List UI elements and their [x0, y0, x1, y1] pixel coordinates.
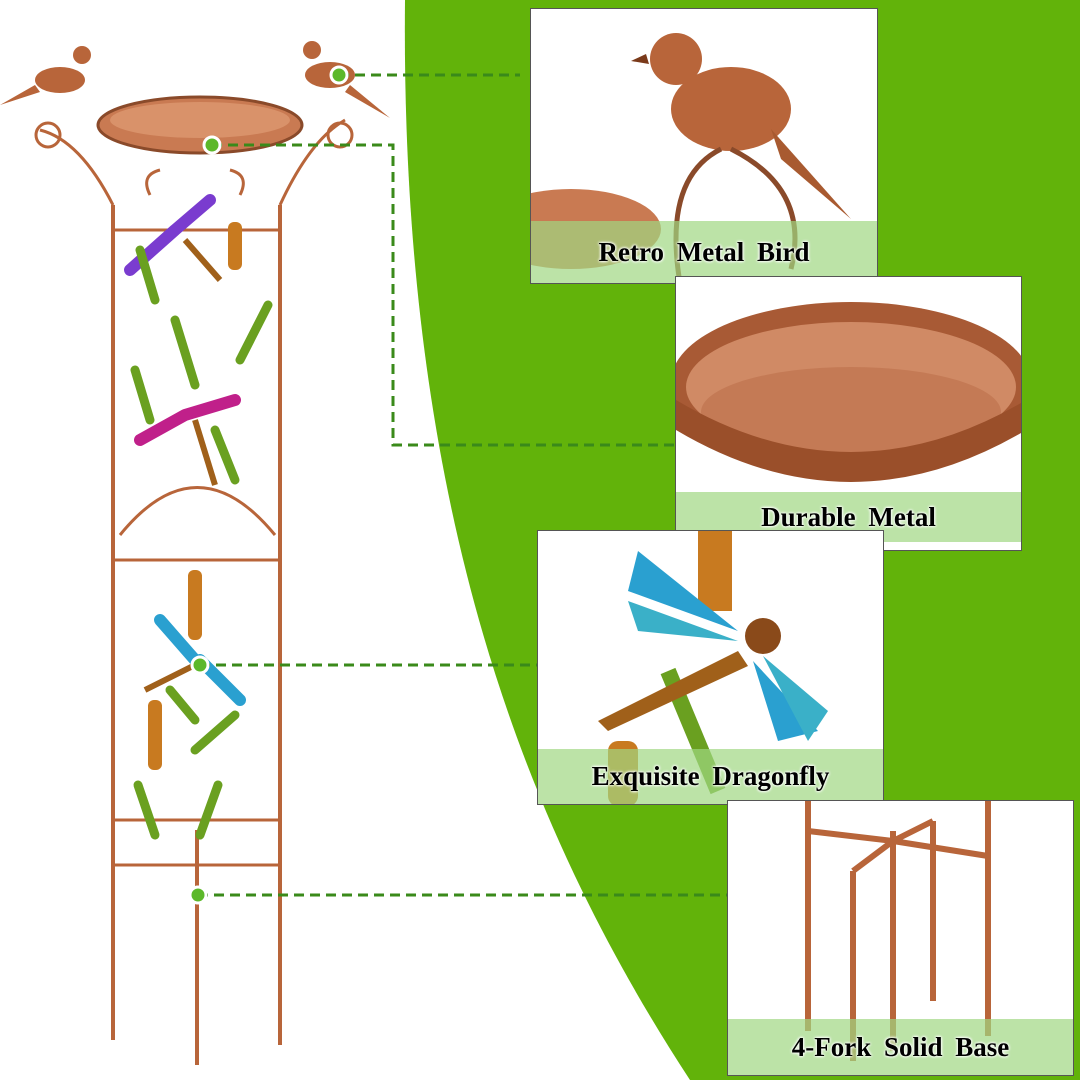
bowl-icon	[676, 302, 1021, 482]
feature-panel-base: 4-Fork Solid Base	[727, 800, 1074, 1076]
callout-dots	[188, 65, 349, 905]
feature-panel-bird: Retro Metal Bird	[530, 8, 878, 284]
feature-label: Retro Metal Bird	[598, 236, 810, 267]
dragonfly-decorations	[124, 194, 273, 840]
callout-connectors	[198, 73, 727, 897]
feature-label: 4-Fork Solid Base	[791, 1031, 1010, 1062]
feature-panel-bowl: Durable Metal	[675, 276, 1022, 551]
feature-label: Durable Metal	[761, 501, 936, 532]
bird-bath-stand	[34, 118, 354, 1065]
feature-panel-dragonfly: Exquisite Dragonfly	[537, 530, 884, 805]
feature-label: Exquisite Dragonfly	[591, 761, 830, 791]
